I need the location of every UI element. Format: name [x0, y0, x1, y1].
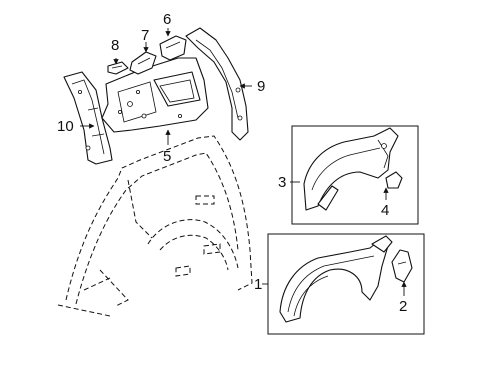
- part-9-rail: [185, 27, 249, 141]
- part-3-wheelhouse-outer: [303, 127, 399, 211]
- part-8-bracket: [107, 61, 129, 75]
- callout-2: 2: [399, 298, 407, 315]
- vehicle-body-outline: [57, 135, 253, 317]
- part-1-wheelhouse: [279, 235, 393, 323]
- callout-3: 3: [278, 174, 286, 191]
- assembly-box-3-4: [291, 125, 419, 225]
- callout-5: 5: [163, 148, 171, 165]
- part-5-quarter-inner-panel: [101, 57, 209, 133]
- callout-4: 4: [381, 202, 389, 219]
- callout-1: 1: [254, 276, 262, 293]
- part-3-sub-bracket: [317, 185, 339, 211]
- callout-7: 7: [141, 27, 149, 44]
- part-6-bracket: [159, 35, 187, 61]
- leader-lines: [80, 28, 407, 296]
- part-2-bracket: [391, 249, 413, 283]
- callout-8: 8: [111, 37, 119, 54]
- part-10-lock-pillar: [63, 71, 113, 165]
- callout-9: 9: [257, 78, 265, 95]
- callout-10: 10: [57, 118, 74, 135]
- callout-6: 6: [163, 11, 171, 28]
- part-4-clip: [385, 171, 403, 189]
